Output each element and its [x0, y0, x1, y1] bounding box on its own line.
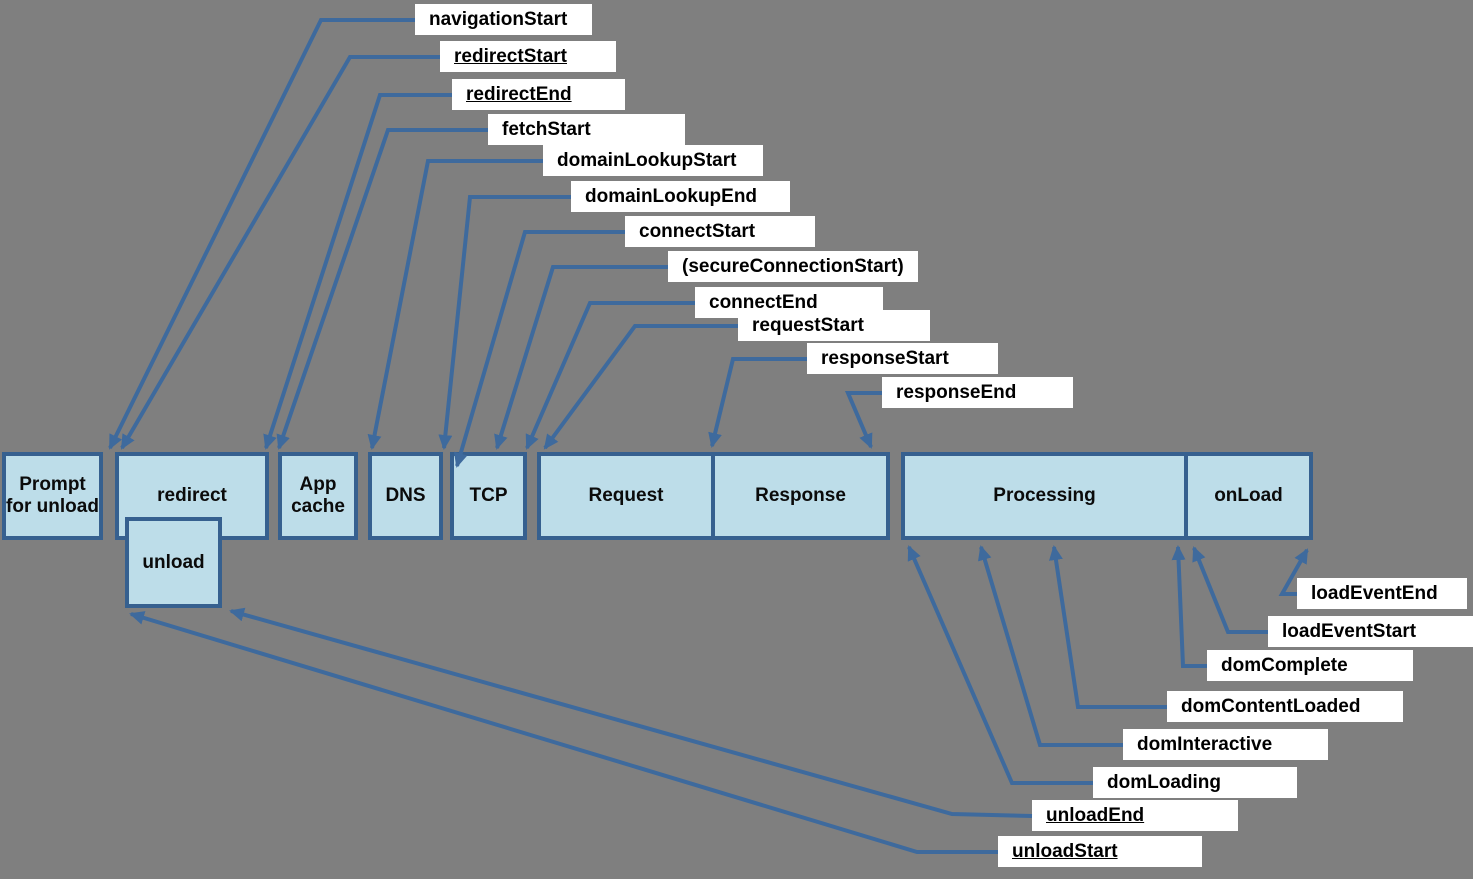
label-domContentLoaded: domContentLoaded	[1167, 691, 1403, 722]
phase-prompt-for-unload: Prompt for unload	[2, 452, 103, 540]
arrow-domainLookupEnd	[438, 195, 571, 450]
label-redirectStart: redirectStart	[440, 41, 616, 72]
phase-unload: unload	[125, 517, 222, 608]
arrow-navigationStart	[108, 18, 415, 450]
arrow-secureConnectionStart	[494, 265, 668, 450]
label-loadEventStart: loadEventStart	[1268, 616, 1473, 647]
phase-response: Response	[711, 452, 890, 540]
phase-onload: onLoad	[1184, 452, 1313, 540]
arrow-redirectStart	[120, 55, 440, 450]
arrow-loadEventStart	[1192, 546, 1268, 634]
phase-dns: DNS	[368, 452, 443, 540]
phase-tcp: TCP	[450, 452, 527, 540]
label-unloadEnd: unloadEnd	[1032, 800, 1238, 831]
arrow-connectStart	[453, 230, 625, 468]
phase-processing: Processing	[901, 452, 1188, 540]
label-redirectEnd: redirectEnd	[452, 79, 625, 110]
arrow-domInteractive	[978, 545, 1123, 747]
label-domainLookupEnd: domainLookupEnd	[571, 181, 790, 212]
label-domComplete: domComplete	[1207, 650, 1413, 681]
arrow-domLoading	[907, 545, 1093, 785]
phase-app-cache: App cache	[278, 452, 358, 540]
label-navigationStart: navigationStart	[415, 4, 592, 35]
phase-request: Request	[537, 452, 715, 540]
label-domInteractive: domInteractive	[1123, 729, 1328, 760]
arrow-responseStart	[708, 357, 807, 448]
arrow-domainLookupStart	[367, 159, 543, 450]
arrow-unloadStart	[129, 611, 998, 854]
arrow-domComplete	[1171, 545, 1207, 668]
label-connectStart: connectStart	[625, 216, 815, 247]
label-requestStart: requestStart	[738, 310, 930, 341]
label-responseStart: responseStart	[807, 343, 998, 374]
label-domainLookupStart: domainLookupStart	[543, 145, 763, 176]
arrow-requestStart	[543, 324, 738, 450]
label-unloadStart: unloadStart	[998, 836, 1202, 867]
arrow-fetchStart	[276, 128, 488, 450]
arrow-unloadEnd	[229, 607, 1033, 818]
arrow-connectEnd	[525, 301, 695, 450]
arrow-domContentLoaded	[1049, 545, 1167, 709]
arrow-responseEnd	[844, 391, 882, 449]
label-loadEventEnd: loadEventEnd	[1297, 578, 1467, 609]
label-domLoading: domLoading	[1093, 767, 1297, 798]
label-secureConnectionStart: (secureConnectionStart)	[668, 251, 918, 282]
label-fetchStart: fetchStart	[488, 114, 685, 145]
label-responseEnd: responseEnd	[882, 377, 1073, 408]
arrow-redirectEnd	[263, 93, 452, 450]
